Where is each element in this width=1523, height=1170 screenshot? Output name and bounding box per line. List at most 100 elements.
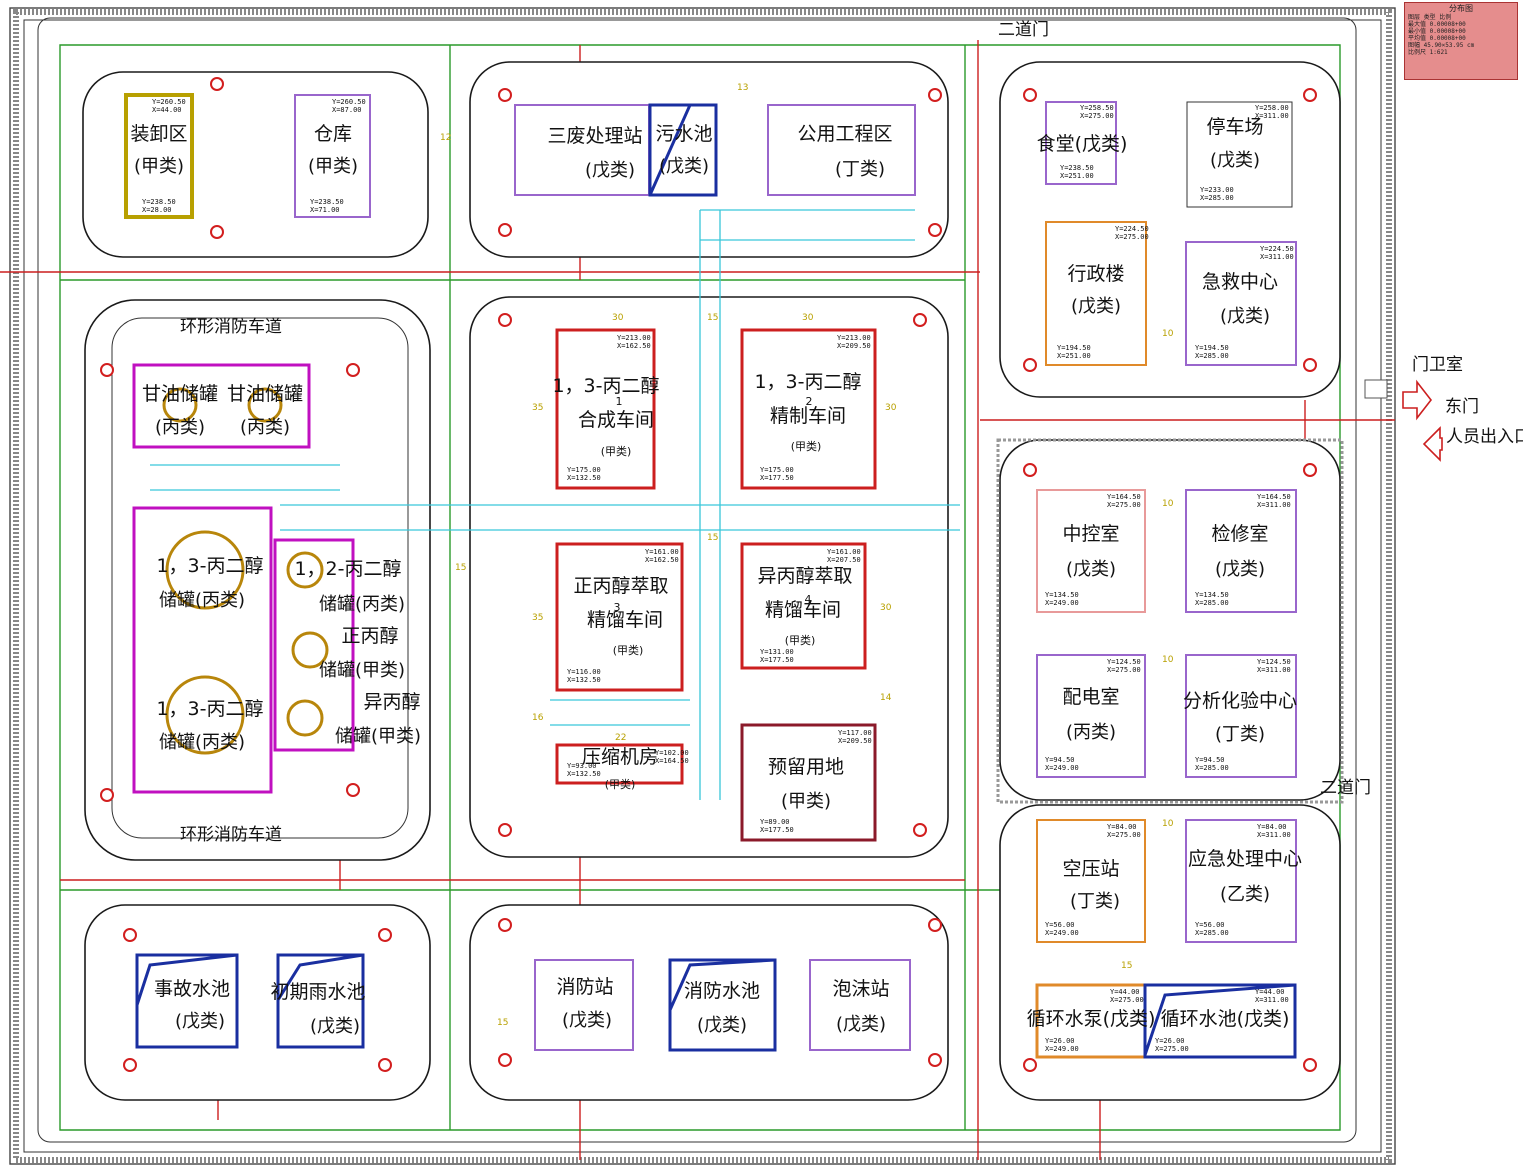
npa-extract-name2: 精馏车间 xyxy=(587,609,663,631)
canteen-name: 食堂(戊类) xyxy=(1037,133,1128,155)
glycerol-tank1-name: 甘油储罐 xyxy=(142,383,218,405)
pipe-rack xyxy=(150,209,960,800)
coord: Y=56.00 xyxy=(1045,921,1075,929)
coord: Y=161.00 xyxy=(645,548,679,556)
dim-label: 15 xyxy=(707,313,718,323)
dim-label: 14 xyxy=(880,693,892,703)
coord: X=249.00 xyxy=(1045,1045,1079,1053)
refining-class: (甲类) xyxy=(791,439,822,453)
coordinate-tags: Y=260.50 X=44.00 Y=238.50 X=28.00 Y=260.… xyxy=(142,98,1294,1053)
coord: X=177.50 xyxy=(760,826,794,834)
dim-label: 15 xyxy=(1121,961,1132,971)
propanol-tank-class: 储罐(甲类) xyxy=(319,660,405,681)
emergency-center-name: 应急处理中心 xyxy=(1188,848,1302,870)
coord: X=285.00 xyxy=(1200,194,1234,202)
npa-extract-class: (甲类) xyxy=(613,643,644,657)
waste-name: 三废处理站 xyxy=(547,125,642,147)
coord: X=285.00 xyxy=(1195,352,1229,360)
coord: X=275.00 xyxy=(1155,1045,1189,1053)
coord: Y=26.00 xyxy=(1155,1037,1185,1045)
utility-class: (丁类) xyxy=(835,159,885,180)
dim-label: 13 xyxy=(737,83,748,93)
dim-label: 35 xyxy=(532,613,543,623)
compressor-class: (甲类) xyxy=(605,777,636,791)
legend-row: 图层 类型 比例 xyxy=(1408,14,1452,21)
coord: Y=194.50 xyxy=(1195,344,1229,352)
coord: Y=134.50 xyxy=(1045,591,1079,599)
dimension-labels: 30 15 30 35 15 30 35 16 22 30 14 13 10 1… xyxy=(440,83,1174,1028)
dim-label: 10 xyxy=(1162,655,1174,665)
coord: X=132.50 xyxy=(567,676,601,684)
coord: X=275.00 xyxy=(1107,666,1141,674)
coord: Y=131.00 xyxy=(760,648,794,656)
coord: Y=164.50 xyxy=(1257,493,1291,501)
coord: X=162.50 xyxy=(617,342,651,350)
coord: Y=134.50 xyxy=(1195,591,1229,599)
coord: X=311.00 xyxy=(1257,666,1291,674)
repair-name: 检修室 xyxy=(1211,523,1268,545)
substation-name: 配电室 xyxy=(1062,686,1119,708)
coord: X=285.00 xyxy=(1195,599,1229,607)
coord: Y=258.00 xyxy=(1255,104,1289,112)
glycerol-tank2-class: (丙类) xyxy=(240,417,290,438)
circ-pump-name: 循环水泵(戊类) xyxy=(1027,1008,1156,1030)
waste-class: (戊类) xyxy=(585,160,635,181)
air-name: 空压站 xyxy=(1062,858,1119,880)
air-class: (丁类) xyxy=(1070,891,1120,912)
coord: X=285.00 xyxy=(1195,764,1229,772)
emergency-center-class: (乙类) xyxy=(1220,884,1270,905)
warehouse-name: 仓库 xyxy=(314,123,352,145)
legend-row: 平均值 0.00008+00 xyxy=(1408,35,1466,42)
coord: X=249.00 xyxy=(1045,599,1079,607)
ipa-extract-class: (甲类) xyxy=(785,633,816,647)
pdo12-tank-class: 储罐(丙类) xyxy=(319,594,405,615)
legend-row: 图幅 45.90×53.95 cm xyxy=(1408,42,1475,49)
legend-title: 分布图 xyxy=(1449,4,1473,13)
glycerol-tank1-class: (丙类) xyxy=(155,417,205,438)
loading-name: 装卸区 xyxy=(130,123,187,145)
npa-extract-number: 3 xyxy=(614,601,621,614)
rain-pool-class: (戊类) xyxy=(310,1016,360,1037)
refining-name: 1，3-丙二醇 xyxy=(754,371,861,393)
coord: X=249.00 xyxy=(1045,764,1079,772)
isopropanol-tank-class: 储罐(甲类) xyxy=(335,726,421,747)
pdo-tank1-class: 储罐(丙类) xyxy=(159,590,245,611)
coord: X=71.00 xyxy=(310,206,340,214)
coord: Y=44.00 xyxy=(1110,988,1140,996)
dim-label: 10 xyxy=(1162,819,1174,829)
isopropanol-tank-name: 异丙醇 xyxy=(363,691,420,713)
coord: X=44.00 xyxy=(152,106,182,114)
emergency-class: (戊类) xyxy=(1220,306,1270,327)
storage-tanks xyxy=(162,387,329,755)
coord: X=275.00 xyxy=(1110,996,1144,1004)
coord: Y=94.50 xyxy=(1045,756,1075,764)
sewage-name: 污水池 xyxy=(655,123,712,145)
dim-label: 15 xyxy=(497,1018,508,1028)
coord: X=164.50 xyxy=(655,757,689,765)
dim-label: 16 xyxy=(532,713,544,723)
legend-row: 比例尺 1:621 xyxy=(1408,49,1448,56)
sewage-class: (戊类) xyxy=(659,156,709,177)
substation-class: (丙类) xyxy=(1066,722,1116,743)
coord: X=275.00 xyxy=(1107,501,1141,509)
control-class: (戊类) xyxy=(1066,559,1116,580)
dim-label: 10 xyxy=(1162,329,1174,339)
guard-room-box xyxy=(1364,379,1388,399)
coord: X=132.50 xyxy=(567,770,601,778)
coord: Y=94.50 xyxy=(1195,756,1225,764)
coord: X=311.00 xyxy=(1257,831,1291,839)
coord: Y=84.00 xyxy=(1107,823,1137,831)
second-gate-top-label: 二道门 xyxy=(998,20,1049,40)
reserved-class: (甲类) xyxy=(781,791,831,812)
npa-extract-name: 正丙醇萃取 xyxy=(573,575,668,597)
ring-road-top-label: 环形消防车道 xyxy=(180,317,282,337)
coord: Y=238.50 xyxy=(310,198,344,206)
site-labels: 环形消防车道 环形消防车道 二道门 二道门 门卫室 东门 人员出入口 xyxy=(180,20,1523,845)
coord: Y=116.00 xyxy=(567,668,601,676)
coord: X=209.50 xyxy=(838,737,872,745)
pdo-tank1-name: 1，3-丙二醇 xyxy=(156,555,263,577)
coord: Y=93.00 xyxy=(567,762,597,770)
coord: X=207.50 xyxy=(827,556,861,564)
coord: X=87.00 xyxy=(332,106,362,114)
